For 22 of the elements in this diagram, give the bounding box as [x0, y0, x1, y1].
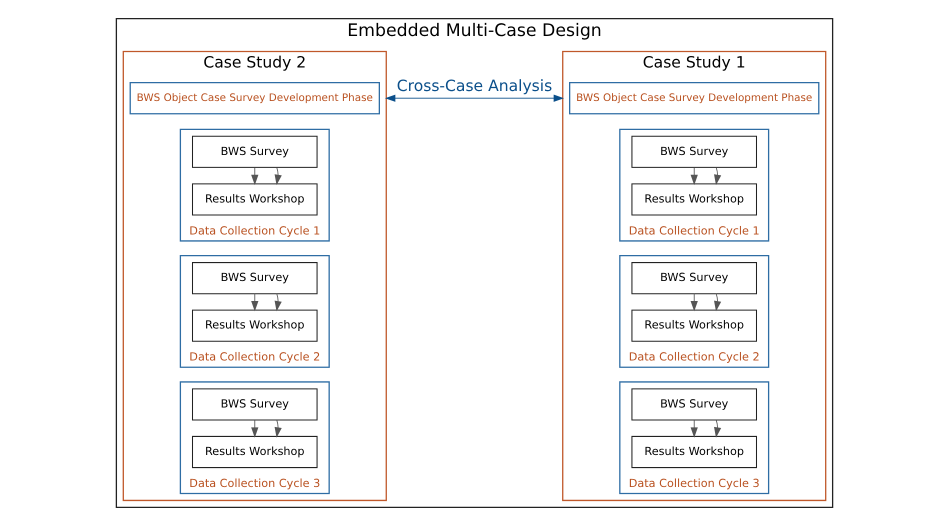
node-box: BWS Survey: [631, 262, 758, 294]
arrow: [274, 420, 282, 438]
node-box: BWS Survey: [192, 136, 318, 168]
arrow: [714, 293, 722, 312]
node-box: BWS Survey: [192, 262, 318, 294]
node-box: BWS Object Case Survey Development Phase: [130, 82, 380, 114]
node-box: Results Workshop: [192, 183, 318, 216]
arrow: [714, 167, 722, 186]
node-box: Results Workshop: [631, 310, 758, 342]
node-box: BWS Object Case Survey Development Phase: [569, 82, 820, 114]
arrow: [274, 167, 282, 186]
edge-label: Cross-Case Analysis: [396, 76, 552, 95]
node-box: BWS Survey: [631, 388, 758, 421]
arrow: [714, 420, 722, 438]
node-box: Results Workshop: [631, 183, 758, 216]
node-box: Results Workshop: [192, 310, 318, 342]
node-box: Results Workshop: [192, 436, 318, 468]
node-box: BWS Survey: [631, 136, 758, 168]
node-box: Results Workshop: [631, 436, 758, 468]
arrow: [384, 94, 564, 102]
node-box: BWS Survey: [192, 388, 318, 421]
arrow: [274, 293, 282, 312]
